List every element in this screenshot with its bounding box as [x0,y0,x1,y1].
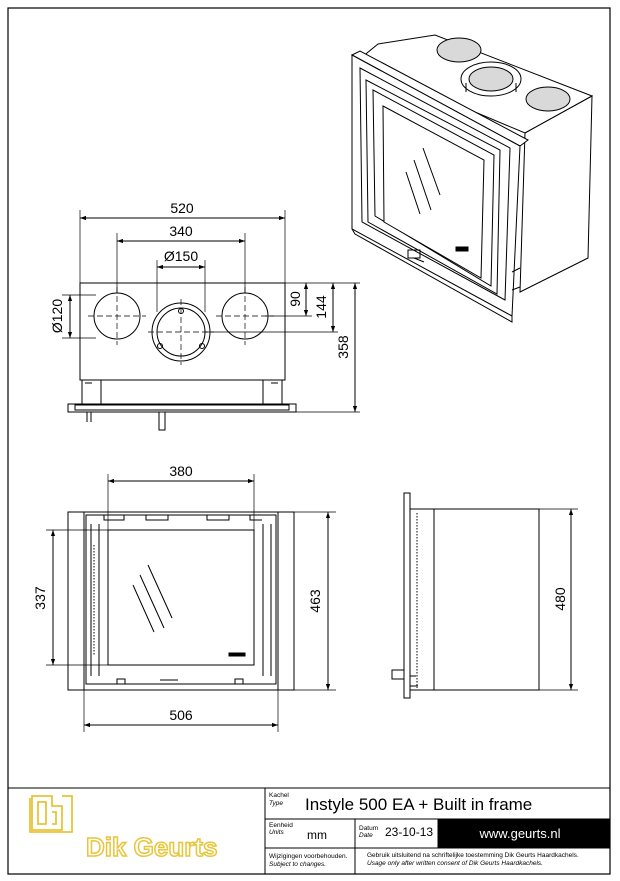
changes-note-en: Subject to changes. [269,861,326,868]
isometric-view [350,34,594,323]
logo-mark-icon [31,795,63,831]
side-view-dimensions: 480 [552,587,568,611]
date-label-en: Date [359,832,373,839]
dim-vent-offset: 90 [287,291,303,307]
type-label-en: Type [269,800,283,807]
dim-side-height: 480 [552,587,568,611]
type-label: Kachel [269,792,289,799]
dim-overall-height: 358 [335,335,351,359]
dim-flue-offset: 144 [313,295,329,319]
title-block [8,787,611,874]
front-view-dimensions: 520 340 Ø150 Ø120 90 144 358 [49,200,351,359]
date-label: Datum [359,825,378,832]
changes-note-nl: Wijzigingen voorbehouden. [269,853,348,860]
dim-overall-width: 520 [170,200,194,216]
units-label-en: Units [269,829,285,836]
dim-glass-height: 337 [32,586,48,610]
logo-text: Dik Geurts [86,832,218,862]
door-view-dimensions: 380 506 337 463 [32,463,323,723]
consent-note-en: Usage only after written consent of Dik … [367,860,543,867]
units-value: mm [307,828,327,842]
dim-flue-diameter: Ø150 [164,248,198,264]
website-link[interactable]: www.geurts.nl [479,826,561,841]
door-view [46,474,336,732]
units-label: Eenheid [269,822,293,829]
product-name: Instyle 500 EA + Built in frame [305,795,532,814]
consent-note-nl: Gebruik uitsluitend na schriftelijke toe… [367,852,579,859]
dim-inner-spacing: 340 [169,223,193,239]
dim-glass-width: 380 [169,463,193,479]
date-value: 23-10-13 [385,825,433,839]
dim-vent-diameter: Ø120 [49,299,65,333]
front-view [62,210,360,431]
dim-frame-height: 463 [307,589,323,613]
sheet-border [7,7,611,875]
dik-geurts-logo [29,795,73,833]
dim-frame-width: 506 [169,707,193,723]
side-view [391,492,578,699]
